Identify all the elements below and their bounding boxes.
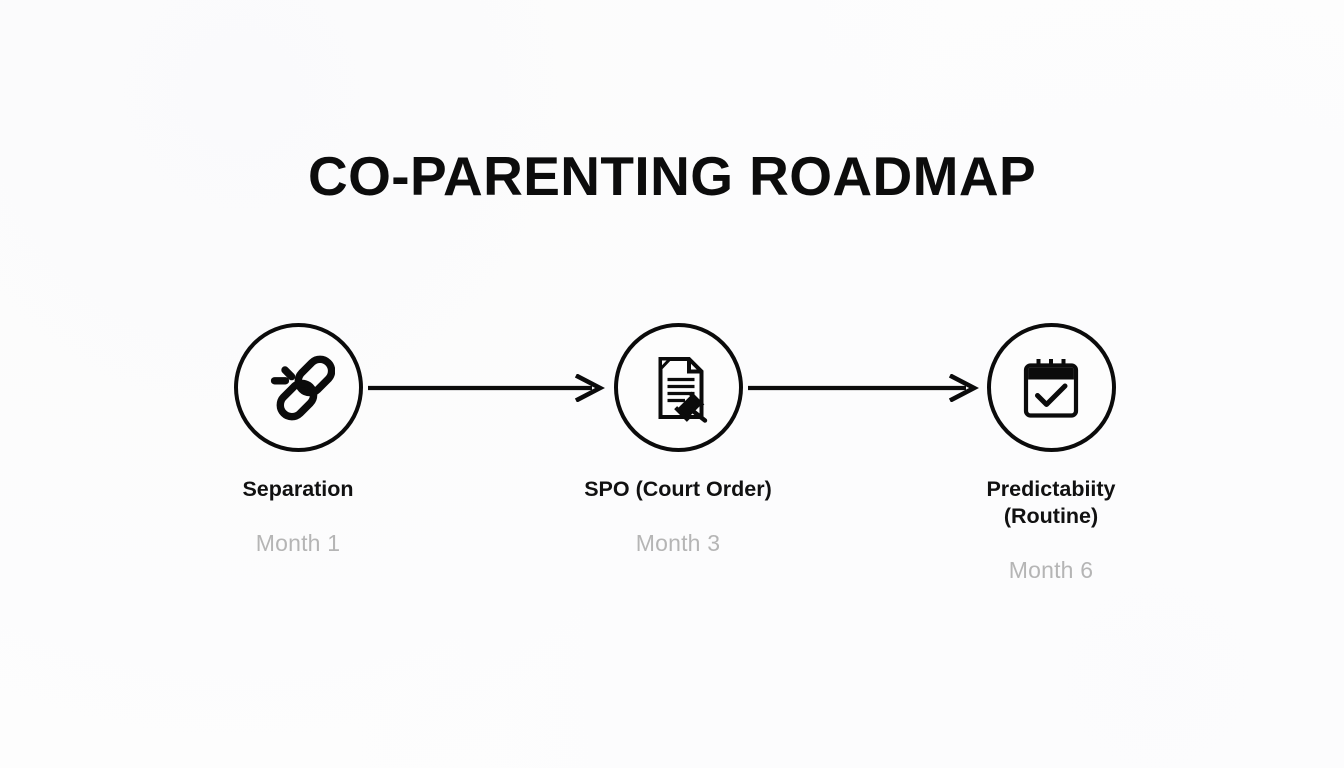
broken-chain-icon bbox=[270, 355, 335, 420]
stage-timeframe: Month 6 bbox=[1008, 557, 1094, 583]
stage-node-circle[interactable] bbox=[233, 323, 363, 452]
stage-label: Separation bbox=[242, 477, 354, 501]
stage-timeframe: Month 3 bbox=[635, 530, 721, 556]
stage-label: SPO (Court Order) bbox=[584, 477, 772, 501]
roadmap-timeline: Separation Month 1 bbox=[0, 300, 1344, 600]
roadmap-stage-predictability-routine[interactable]: Predictabiity (Routine) Month 6 bbox=[921, 300, 1181, 584]
page-title: CO-PARENTING ROADMAP bbox=[307, 145, 1037, 207]
stage-timeframe: Month 1 bbox=[255, 530, 341, 556]
stage-node-circle[interactable] bbox=[986, 323, 1116, 452]
document-gavel-icon bbox=[658, 356, 708, 423]
arrow-right-icon bbox=[368, 374, 606, 402]
roadmap-stage-spo-court-order[interactable]: SPO (Court Order) Month 3 bbox=[548, 300, 808, 557]
stage-label: Predictabiity (Routine) bbox=[986, 477, 1116, 528]
arrow-right-icon bbox=[748, 374, 980, 402]
stage-node-circle[interactable] bbox=[613, 323, 743, 452]
roadmap-stage-separation[interactable]: Separation Month 1 bbox=[168, 300, 428, 557]
calendar-check-icon bbox=[1023, 358, 1079, 418]
